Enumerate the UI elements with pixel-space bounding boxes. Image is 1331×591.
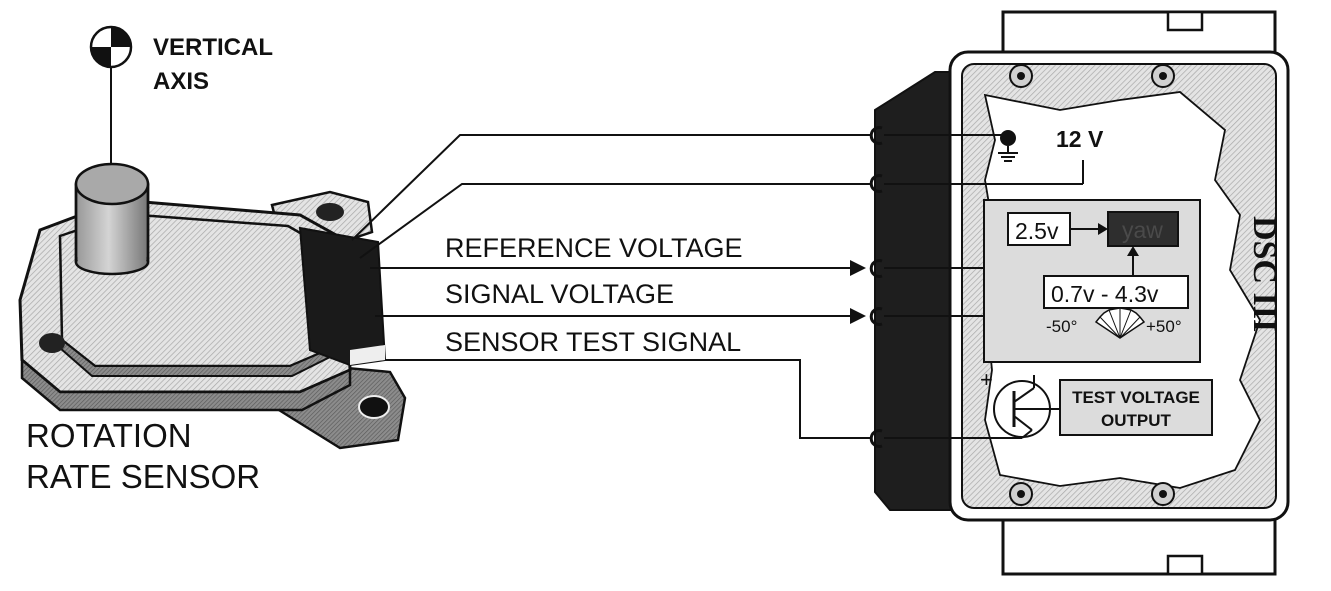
vertical-axis-label-line2: AXIS (153, 68, 209, 95)
bracket-bottom (1001, 510, 1277, 576)
angle-max-label: +50° (1146, 317, 1182, 336)
arrow-signal-voltage (850, 308, 866, 324)
module-connector (874, 71, 961, 511)
signal-voltage-label: SIGNAL VOLTAGE (445, 279, 674, 309)
pin-supply (869, 174, 883, 193)
sensor-test-signal-label: SENSOR TEST SIGNAL (445, 327, 741, 357)
connector-pins (869, 126, 883, 448)
reference-voltage-label: REFERENCE VOLTAGE (445, 233, 743, 263)
mounting-hole-upper (316, 203, 344, 221)
yaw-box (1107, 211, 1179, 247)
dsc-module: 12 V 2.5v yaw 0.7v - 4.3v -50° +50° (869, 10, 1290, 576)
signal-range-text: 0.7v - 4.3v (1051, 281, 1159, 307)
sensor-label-line1: ROTATION (26, 417, 192, 454)
wire-ground (351, 134, 870, 241)
ground-symbol (998, 130, 1018, 162)
sensor-label-line2: RATE SENSOR (26, 458, 260, 495)
wire-arrows (850, 260, 866, 324)
arrow-reference-voltage (850, 260, 866, 276)
vertical-axis-label-line1: VERTICAL (153, 34, 273, 61)
mounting-hole-left (39, 333, 65, 353)
supply-voltage-label: 12 V (1056, 126, 1104, 152)
pin-ground (869, 126, 883, 145)
module-name-label: DSC III (1246, 216, 1283, 332)
rotation-rate-sensor (18, 162, 407, 450)
test-voltage-output-box (1059, 379, 1213, 436)
test-voltage-label-line2: OUTPUT (1101, 411, 1172, 430)
reference-value-text: 2.5v (1015, 218, 1059, 244)
vertical-axis-symbol (89, 25, 133, 165)
pin-test-signal (869, 429, 883, 448)
pin-signal (869, 307, 883, 326)
mounting-hole-lower (358, 395, 390, 419)
wire-supply (359, 183, 870, 259)
angle-min-label: -50° (1046, 317, 1077, 336)
pin-reference (869, 259, 883, 278)
transistor-icon (993, 375, 1060, 439)
transistor-plus-sign: + (980, 367, 993, 392)
signal-range-box (1043, 275, 1189, 309)
housing-screws (1009, 64, 1175, 506)
test-voltage-label-line1: TEST VOLTAGE (1072, 388, 1200, 407)
yaw-text: yaw (1122, 217, 1163, 243)
reference-value-box (1007, 212, 1071, 246)
wire-sensor-test-signal (385, 359, 870, 439)
rotation-angle-fan-icon (1094, 307, 1146, 339)
wiring-harness (351, 134, 870, 439)
